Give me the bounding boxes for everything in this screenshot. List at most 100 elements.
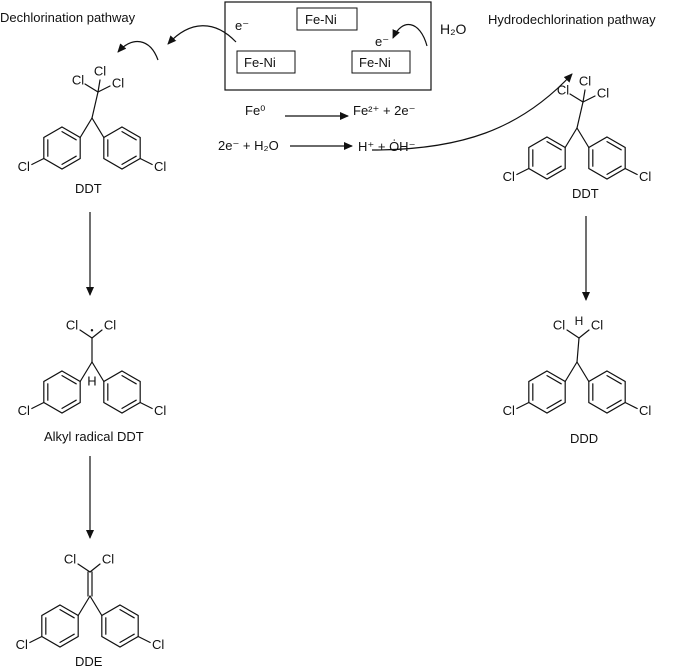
bond-right-cl — [139, 157, 153, 166]
para-chlorine-left: Cl — [503, 169, 515, 184]
aromatic-double-bond — [59, 609, 75, 619]
radical-dot: • — [90, 325, 93, 335]
bond-chcl2 — [576, 337, 580, 363]
bond-ccl3 — [576, 101, 584, 129]
ddd-cl-b: Cl — [591, 317, 603, 332]
bond-right-ring — [91, 117, 105, 139]
benzene-ring-right — [588, 370, 626, 414]
aromatic-double-bond — [61, 131, 77, 141]
bond-cl-a — [79, 329, 93, 339]
ddt-name-left: DDT — [75, 181, 102, 196]
electron-transfer-arrow — [167, 25, 237, 45]
bond-right-ring — [576, 127, 590, 149]
para-chlorine-right: Cl — [639, 403, 651, 418]
ddt-name-right: DDT — [572, 186, 599, 201]
bond-cl-b — [582, 89, 586, 103]
benzene-ring-left — [41, 604, 79, 648]
bond-cl-b — [97, 79, 101, 93]
trichloro-cl-a: Cl — [557, 82, 569, 97]
bond-left-cl — [516, 167, 530, 176]
aromatic-double-bond — [606, 399, 622, 409]
para-chlorine-left: Cl — [18, 403, 30, 418]
dechlorination-title: Dechlorination pathway — [0, 10, 136, 25]
benzene-ring-right — [588, 136, 626, 180]
fe-ni-particle-right — [351, 50, 411, 74]
benzene-ring-right — [103, 126, 141, 170]
ddd-name: DDD — [570, 431, 598, 446]
para-chlorine-right: Cl — [154, 159, 166, 174]
bond-cl-a — [566, 329, 580, 339]
benzene-ring-right — [103, 370, 141, 414]
bond-cl-c — [97, 85, 111, 93]
para-chlorine-right: Cl — [154, 403, 166, 418]
benzene-ring-left — [43, 126, 81, 170]
trichloro-cl-c: Cl — [112, 75, 124, 90]
benzene-ring-left — [528, 370, 566, 414]
dde-name: DDE — [75, 654, 103, 669]
bond-right-ring — [91, 361, 105, 383]
aromatic-double-bond — [59, 633, 75, 643]
bond-right-ring — [576, 361, 590, 383]
bond-cl-b — [89, 563, 101, 573]
benzene-ring-left — [43, 370, 81, 414]
aromatic-double-bond — [606, 141, 622, 151]
aromatic-double-bond — [121, 155, 137, 165]
radical-cl-a: Cl — [66, 317, 78, 332]
ddd-hydrogen: H — [575, 314, 584, 328]
fe-ni-particle-top — [296, 7, 358, 31]
benzene-ring-left — [528, 136, 566, 180]
bond-left-ring — [79, 117, 93, 139]
bond-cl-a — [77, 563, 91, 573]
electron-label-right: e⁻ — [375, 34, 389, 49]
radical-cl-b: Cl — [104, 317, 116, 332]
bond-left-cl — [29, 635, 43, 644]
bond-right-cl — [139, 401, 153, 410]
fe-ni-label-right: Fe-Ni — [359, 55, 391, 70]
bond-cl-a — [569, 93, 584, 103]
bond-cl-c — [582, 95, 596, 103]
bond-cl-b — [91, 329, 103, 339]
radical-hydrogen: H — [87, 373, 96, 388]
dechlorination-curved-arrow — [117, 41, 159, 61]
bond-left-ring — [564, 361, 578, 383]
fe-ni-box — [224, 1, 432, 91]
bond-right-cl — [624, 167, 638, 176]
reaction2-reactant: 2e⁻ + H₂O — [218, 138, 279, 153]
aromatic-double-bond — [61, 375, 77, 385]
bond-left-cl — [31, 401, 45, 410]
para-chlorine-right: Cl — [639, 169, 651, 184]
alkyl-radical-name: Alkyl radical DDT — [44, 429, 144, 444]
reaction1-reactant: Fe⁰ — [245, 103, 265, 118]
para-chlorine-left: Cl — [16, 637, 28, 652]
para-chlorine-left: Cl — [503, 403, 515, 418]
fe-ni-label-top: Fe-Ni — [305, 12, 337, 27]
fe-ni-particle-left — [236, 50, 296, 74]
bond-left-ring — [77, 595, 91, 617]
aromatic-double-bond — [119, 609, 135, 619]
bond-right-cl — [624, 401, 638, 410]
aromatic-double-bond — [119, 633, 135, 643]
hydrodechlorination-title: Hydrodechlorination pathway — [488, 12, 656, 27]
aromatic-double-bond — [121, 399, 137, 409]
aromatic-double-bond — [61, 155, 77, 165]
dde-cl-a: Cl — [64, 551, 76, 566]
bond-left-cl — [516, 401, 530, 410]
reaction2-product: H⁺ + ȮH⁻ — [358, 139, 415, 154]
bond-right-cl — [137, 635, 151, 644]
hydrogen-transfer-arrow — [371, 73, 573, 151]
fe-ni-label-left: Fe-Ni — [244, 55, 276, 70]
trichloro-cl-a: Cl — [72, 72, 84, 87]
para-chlorine-left: Cl — [18, 159, 30, 174]
trichloro-cl-c: Cl — [597, 85, 609, 100]
aromatic-double-bond — [61, 399, 77, 409]
aromatic-double-bond — [121, 131, 137, 141]
bond-cl-b — [578, 329, 590, 339]
bond-left-ring — [564, 127, 578, 149]
aromatic-double-bond — [546, 375, 562, 385]
